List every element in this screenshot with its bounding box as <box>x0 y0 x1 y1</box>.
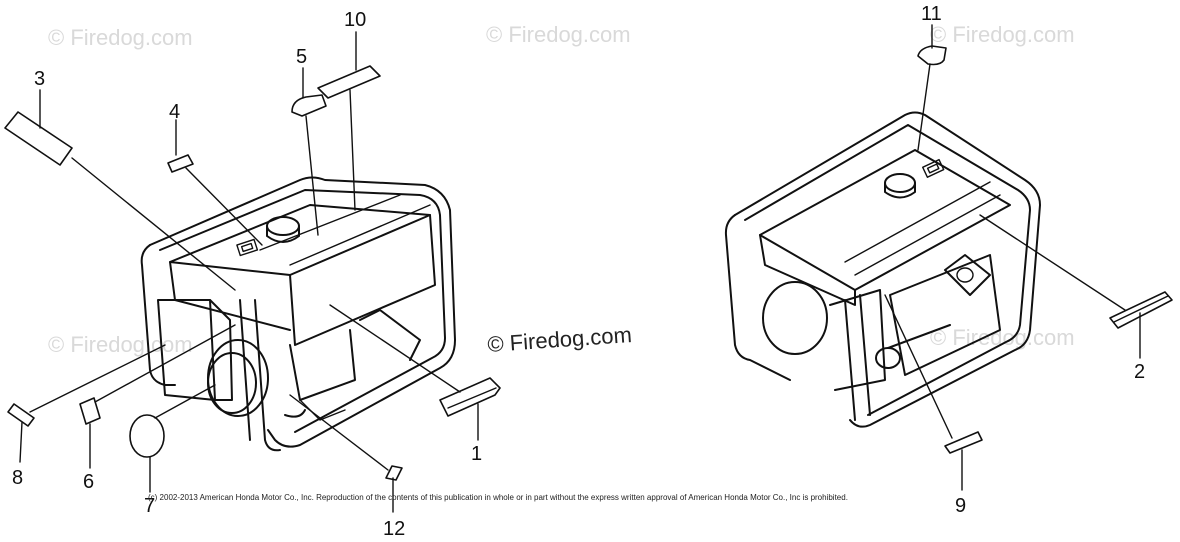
decal-11 <box>917 45 947 66</box>
watermark-top-center: © Firedog.com <box>486 22 631 47</box>
callout-2: 2 <box>1134 361 1145 383</box>
callout-5: 5 <box>296 46 307 68</box>
leader-lines <box>19 24 1141 513</box>
callout-8: 8 <box>12 467 23 489</box>
callout-1: 1 <box>471 443 482 465</box>
callout-12: 12 <box>383 518 405 540</box>
decal-7 <box>129 414 165 458</box>
callout-11: 11 <box>921 3 942 25</box>
right-generator-drawing <box>724 111 1041 428</box>
decal-1 <box>439 377 501 417</box>
decal-6 <box>79 397 101 425</box>
callout-3: 3 <box>34 68 45 90</box>
callout-4: 4 <box>169 101 180 123</box>
callout-10: 10 <box>344 9 366 31</box>
watermark-top-right: © Firedog.com <box>930 22 1075 47</box>
decal-12 <box>385 465 403 481</box>
watermark-top-left: © Firedog.com <box>48 25 193 50</box>
copyright-notice: (c) 2002-2013 American Honda Motor Co., … <box>148 493 848 502</box>
decal-10 <box>317 65 381 99</box>
callout-7: 7 <box>144 495 155 517</box>
watermark-mid-left: © Firedog.com <box>48 332 193 357</box>
callout-6: 6 <box>83 471 94 493</box>
decal-2 <box>1109 291 1173 329</box>
watermark-center: © Firedog.com <box>487 322 633 357</box>
callout-9: 9 <box>955 495 966 517</box>
watermark-mid-right: © Firedog.com <box>930 325 1075 350</box>
decal-8 <box>7 403 35 427</box>
decal-3 <box>4 111 73 166</box>
decal-9 <box>944 431 983 454</box>
decal-5 <box>291 94 327 117</box>
left-generator-drawing <box>140 176 456 452</box>
decal-4 <box>167 154 194 173</box>
